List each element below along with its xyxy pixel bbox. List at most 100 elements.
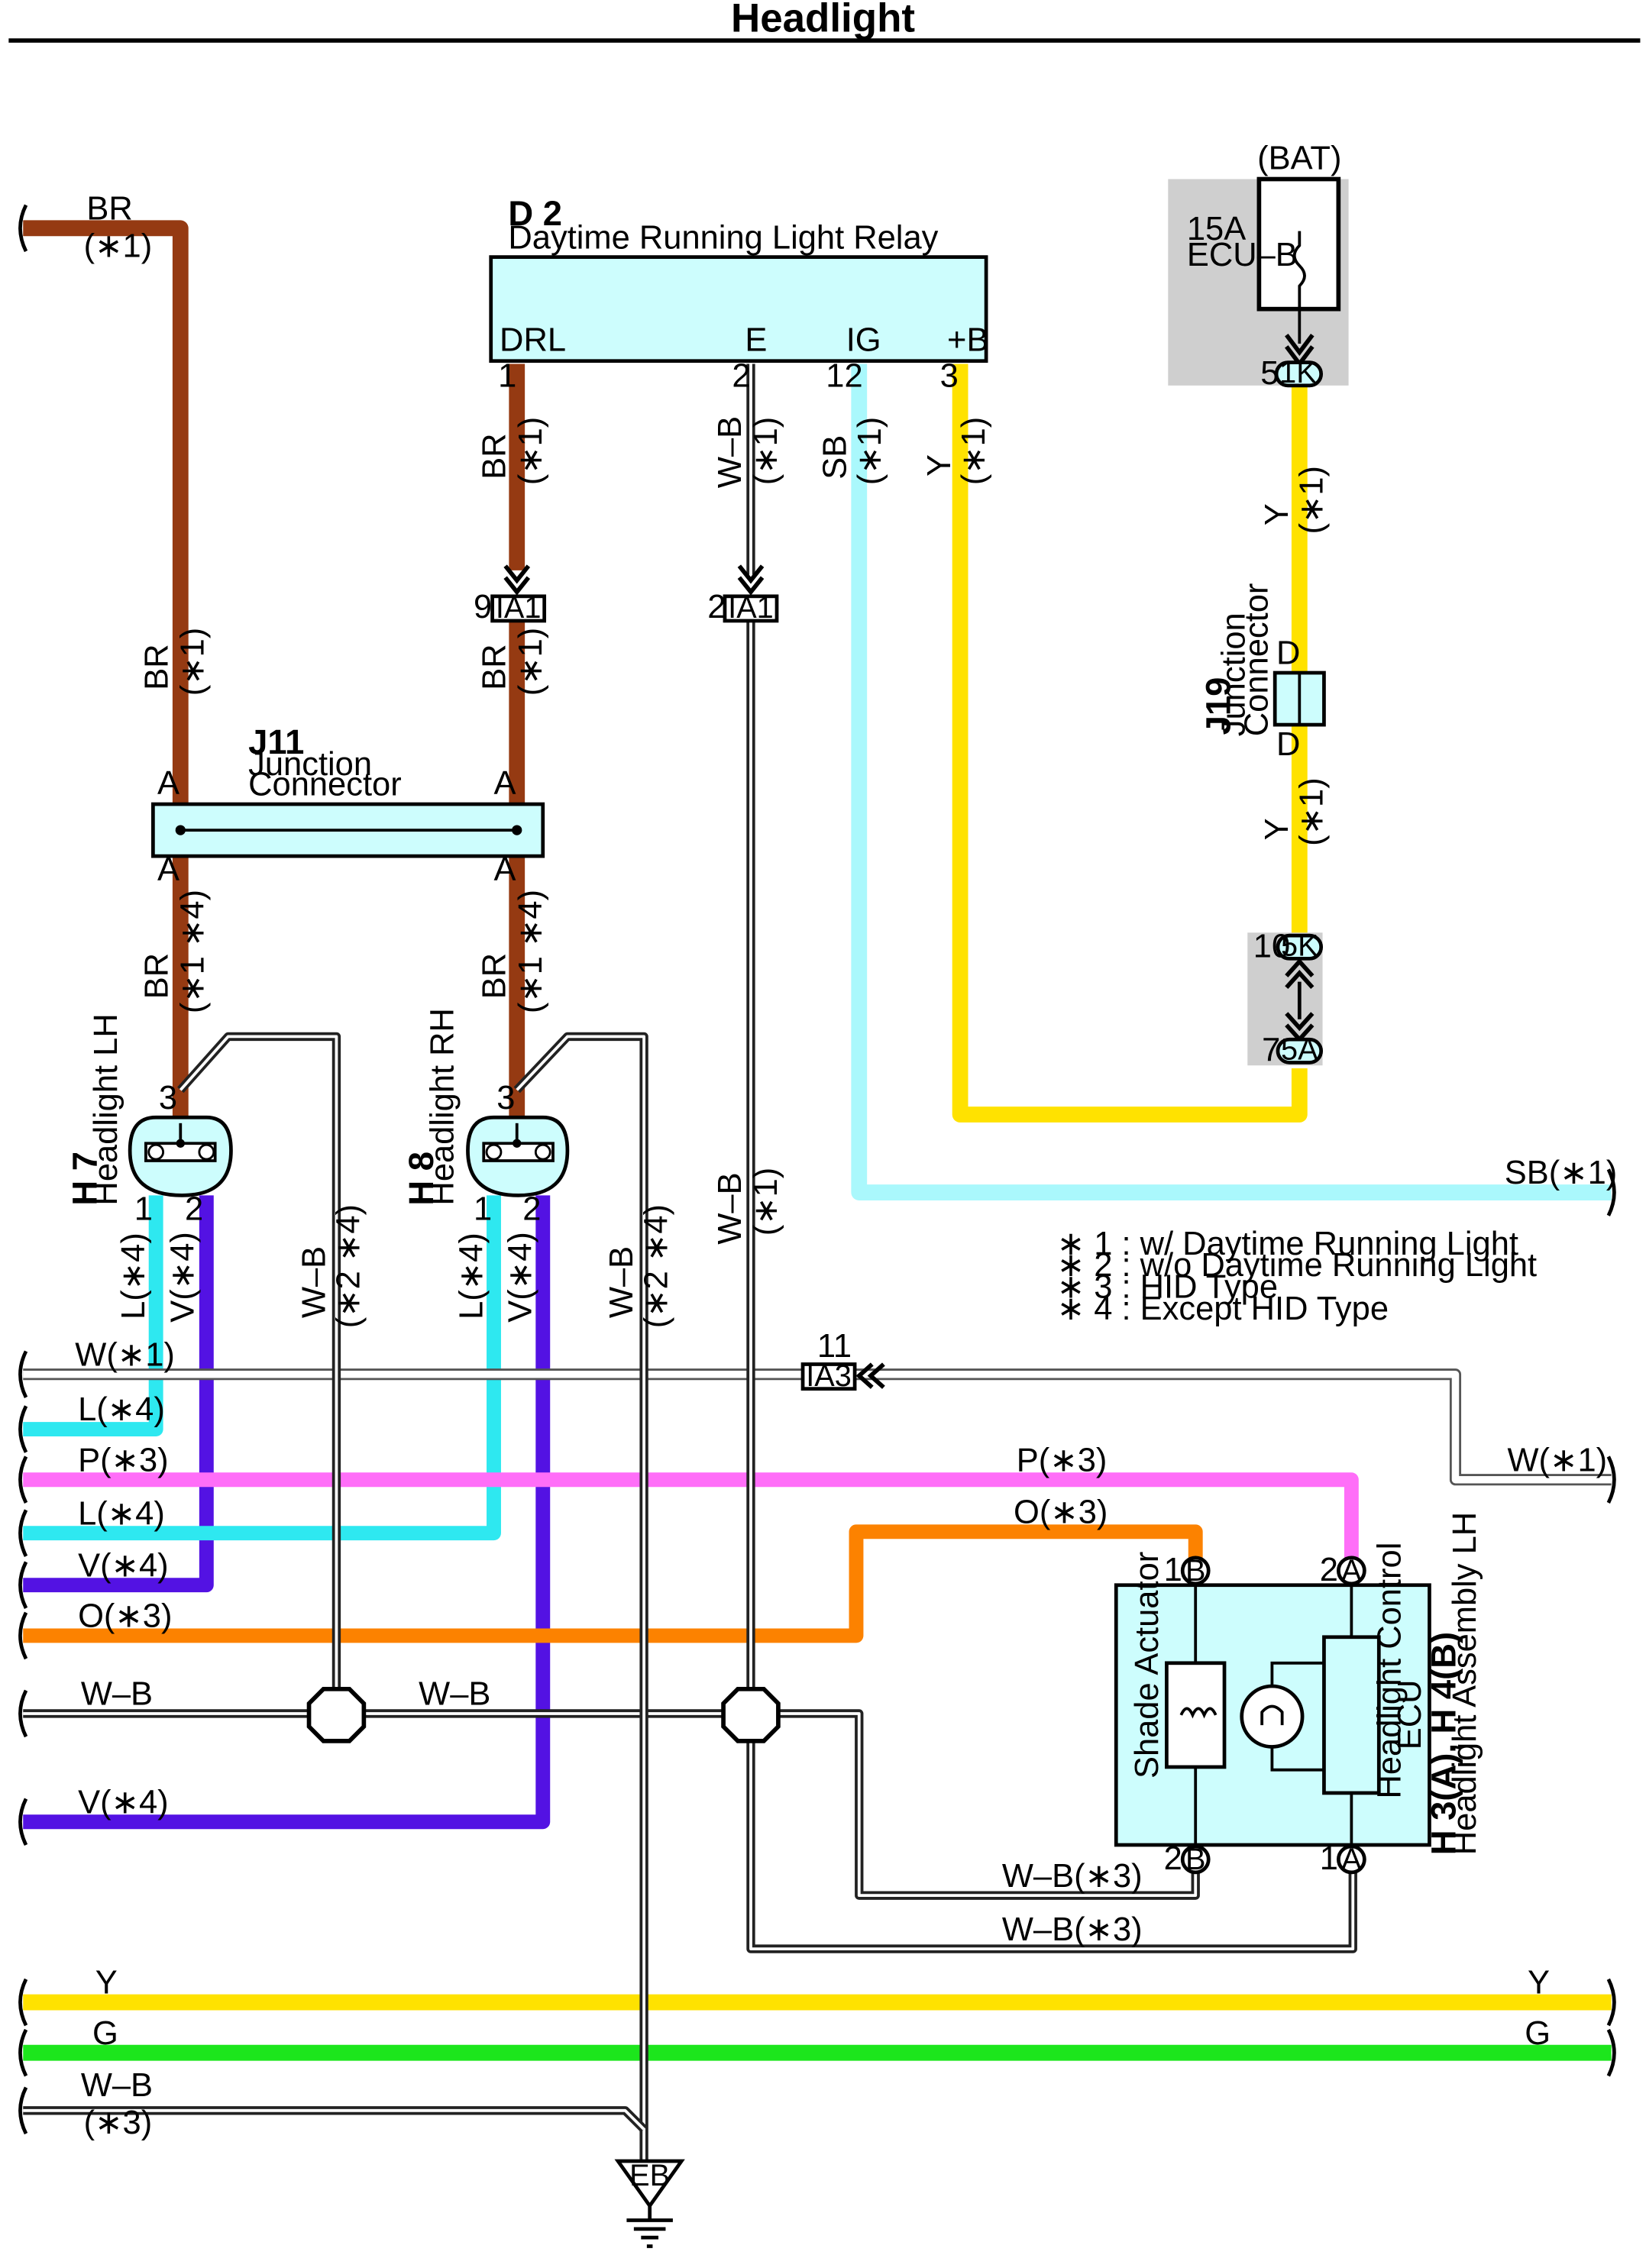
h3-connector-bl [1180,1844,1211,1875]
chevron-down-icon [737,564,765,596]
h3-connector-tr [1336,1556,1366,1586]
wire-v-h8 [23,1195,551,1830]
page-title: Headlight [731,0,915,41]
label-ast1-right-2: (∗1) [513,628,549,696]
label-ast1-left-1: (∗1) [175,628,212,696]
d2-code: D 2 [508,194,562,233]
svg-text:J19: J19 [1199,677,1238,735]
h8-code: H 8 [402,1152,441,1206]
label-wb-h8: W–B [603,1246,640,1318]
label-p3-left: P(∗3) [78,1442,169,1478]
label-br-right-1: BR [477,433,513,479]
h7-pin-1: 1 [134,1191,153,1227]
h3-conn-br: A [1341,1843,1362,1876]
label-ast14-right: (∗1 ∗4) [513,890,549,1013]
wire-l-h7 [23,1195,163,1437]
connector-5a-pin: 7 [1262,1032,1280,1069]
j19-bottom-pin: D [1276,726,1300,763]
connector-ia1-right-pin: 2 [707,589,726,625]
label-ast3-bottom: (∗3) [84,2105,153,2141]
label-y-relay: Y [921,454,958,477]
h7-headlight-lh [128,1115,233,1197]
label-v4-left-1: V(∗4) [78,1547,169,1584]
hid-lamp-icon [1240,1684,1305,1749]
note-2: ∗ 2 : w/o Daytime Running Light [1057,1247,1537,1284]
left-break-marks [18,204,28,2135]
splice-junction-right [721,1687,781,1743]
ground-icon [626,2205,673,2248]
label-v4-h7: V(∗4) [164,1232,201,1323]
connector-5k-pin: 10 [1253,928,1290,964]
chevron-left-icon [855,1362,885,1389]
label-sb: SB [817,435,854,480]
d2-pin-num-drl: 1 [498,358,516,395]
note-1: ∗ 1 : w/ Daytime Running Light [1057,1226,1518,1262]
j11-pin-tr: A [494,765,516,802]
label-p3-right: P(∗3) [1017,1442,1108,1478]
label-l4-left-2: L(∗4) [78,1495,165,1532]
wire-o [23,1524,1203,1643]
j19-name2: Connector [1239,583,1276,737]
d2-pin-num-e: 2 [732,358,750,395]
label-g-left: G [92,2015,118,2052]
label-ast14-left: (∗1 ∗4) [175,890,212,1013]
h3-pin-tr: 2 [1320,1552,1338,1588]
chevron-down-icon [503,564,531,596]
h8-pin-top: 3 [496,1080,515,1116]
j11-name2: Connector [248,767,402,803]
h3-conn-tl: B [1185,1554,1205,1588]
label-g-right: G [1525,2015,1551,2052]
j19-label: J19 [1199,677,1238,735]
label-br-right-2: BR [477,644,513,690]
j11-code: J11 [248,722,304,761]
h8-name: Headlight RH [425,1008,461,1206]
label-wb-bottom: W–B [81,2067,153,2104]
label-ast1-fuse-2: (∗1) [1294,777,1331,846]
label-ast1-top: (∗1) [84,228,153,265]
label-br-left-1: BR [138,644,175,690]
label-wb-mid: W–B [419,1676,490,1713]
label-v4-left-2: V(∗4) [78,1784,169,1821]
d2-pin-e: E [745,321,767,358]
j19-top-pin: D [1276,635,1300,672]
j11-pin-tl: A [157,765,179,802]
ground-eb-code: EB [629,2159,670,2192]
label-y-left: Y [95,1965,118,2001]
h7-code: H 7 [66,1152,105,1206]
wire-l-h8 [23,1195,501,1541]
label-wb3-2: W–B(∗3) [1002,1911,1143,1948]
connector-ia1-left [490,594,547,623]
connector-1k [1274,360,1324,388]
label-y-right: Y [1528,1965,1550,2001]
label-ast1-sb: (∗1) [852,417,888,486]
h3-code: H 3(A), H 4(B) [1424,1632,1463,1855]
label-br-left-2: BR [138,953,175,999]
label-sb1-right: SB(∗1) [1505,1155,1618,1191]
wire-wb-group [23,363,1357,2161]
d2-pin-num-ig: 12 [826,358,862,395]
label-wb-relay: W–B [712,416,749,488]
connector-5k-code: 5K [1281,929,1318,963]
note-3: ∗ 3 : HID Type [1057,1269,1278,1306]
splice-junction-left [306,1687,367,1743]
label-ast1-right-1: (∗1) [513,417,549,486]
wire-y-relay [952,363,1308,1123]
d2-pin-drl: DRL [500,321,566,358]
chevron-up-icon [1285,958,1315,977]
wire-v-h7 [23,1195,214,1593]
label-w1-left: W(∗1) [75,1336,175,1373]
ecu-label-1: Headlight Control [1372,1543,1408,1799]
label-l4-left-1: L(∗4) [78,1391,165,1428]
connector-ia1-left-code: IA1 [496,591,542,625]
shade-actuator-box [1165,1661,1227,1769]
label-wb3-1: W–B(∗3) [1002,1858,1143,1895]
wire-w-fill [23,1371,1612,1484]
h3-connector-tl [1180,1556,1211,1586]
coil-icon [1179,1707,1218,1719]
label-br-top: BR [86,190,132,227]
label-ast1-y-relay: (∗1) [956,417,992,486]
h7-pin-top: 3 [159,1080,177,1116]
h8-headlight-rh [466,1115,570,1197]
chevron-up-icon [1285,969,1315,990]
